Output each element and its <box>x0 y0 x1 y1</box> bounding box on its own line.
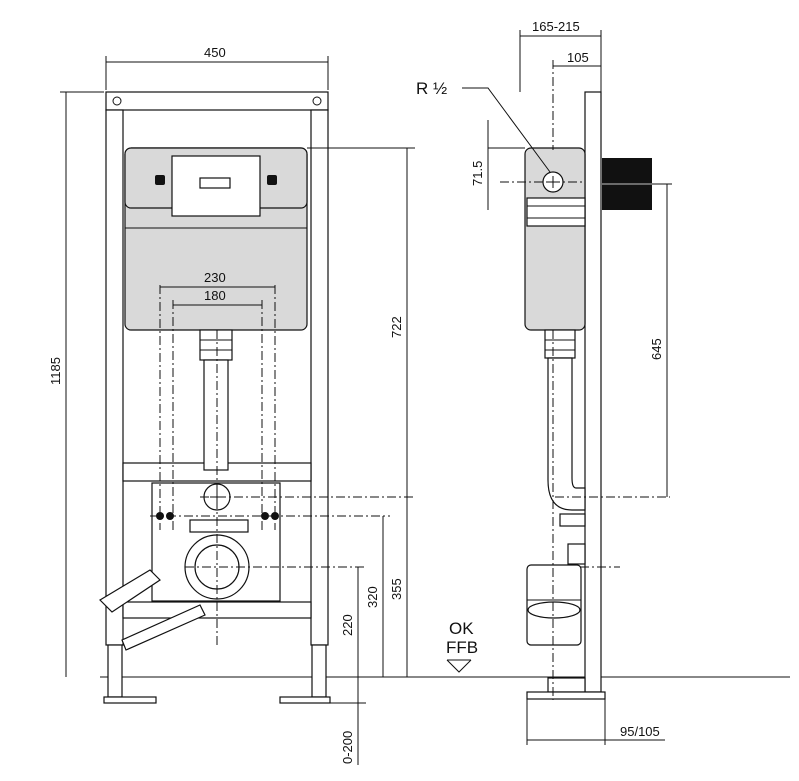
front-drain-pipe <box>199 329 233 471</box>
drain-height-label: 355 <box>389 578 404 600</box>
floor-marker-line1: OK <box>449 619 474 638</box>
front-bracket <box>99 482 281 651</box>
side-centerlines <box>500 60 670 700</box>
floor-adjust-label: 0-200 <box>340 731 355 764</box>
waste-height-label: 320 <box>365 586 380 608</box>
total-height-label: 1185 <box>48 357 63 385</box>
inlet-offset-label: 105 <box>567 50 589 65</box>
side-cistern <box>524 147 586 331</box>
front-width-label: 450 <box>204 45 226 60</box>
side-drain-pipe <box>544 329 586 565</box>
side-frame <box>526 91 652 700</box>
side-cistern-height-label: 645 <box>649 338 664 360</box>
inlet-thread-label: R ½ <box>416 79 447 98</box>
side-dimensions <box>462 30 672 745</box>
floor-marker-line2: FFB <box>446 638 478 657</box>
inlet-spacing-label: 71.5 <box>470 161 485 186</box>
side-outlet <box>526 564 582 646</box>
front-cistern <box>124 147 308 331</box>
depth-range-label: 165-215 <box>532 19 580 34</box>
front-centerlines <box>150 285 415 645</box>
inlet-height-label: 220 <box>340 614 355 636</box>
pipe-span-outer-label: 230 <box>204 270 226 285</box>
front-dimensions <box>60 56 415 765</box>
cistern-height-label: 722 <box>389 316 404 338</box>
floor-marker: OK FFB <box>446 619 478 673</box>
foot-depth-label: 95/105 <box>620 724 660 739</box>
pipe-span-inner-label: 180 <box>204 288 226 303</box>
front-frame <box>103 91 331 704</box>
